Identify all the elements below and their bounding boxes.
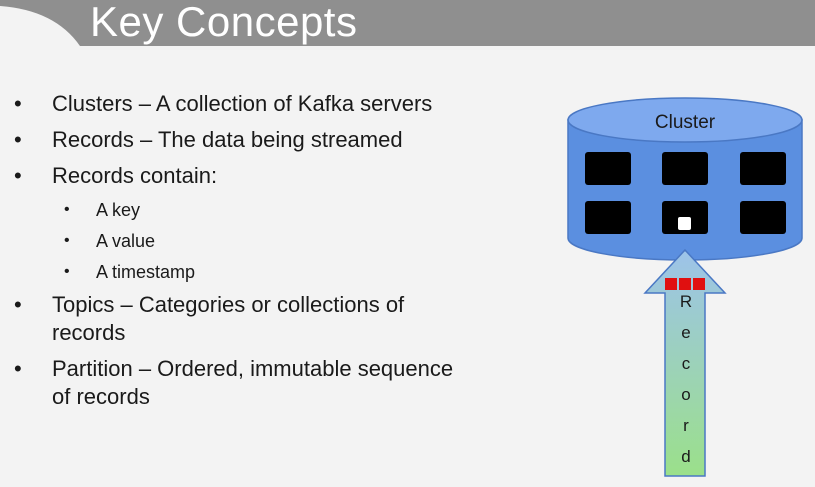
arrow-letter: d [681, 447, 690, 466]
server-box [585, 201, 631, 234]
server-box [740, 201, 786, 234]
bullet-text: A timestamp [96, 262, 196, 282]
record-square [679, 278, 691, 290]
server-box [662, 152, 708, 185]
bullet-text: Clusters – A collection of Kafka servers [52, 91, 433, 116]
arrow-letter: e [681, 323, 690, 342]
sub-bullet-item: • A key [0, 198, 470, 222]
bullet-dot-icon: • [64, 201, 70, 218]
sub-bullet-item: • A value [0, 229, 470, 253]
bullet-text: Records contain: [52, 163, 218, 188]
arrow-letter: o [681, 385, 690, 404]
bullet-dot-icon: • [14, 292, 22, 317]
sub-bullet-item: • A timestamp [0, 260, 470, 284]
bullet-item: • Records – The data being streamed [0, 126, 470, 154]
arrow-letter: c [682, 354, 691, 373]
bullet-dot-icon: • [14, 163, 22, 188]
record-arrow [643, 248, 727, 477]
title-bar: Key Concepts [0, 0, 815, 46]
bullet-item: • Topics – Categories or collections of r… [0, 291, 470, 347]
arrow-letter: r [683, 416, 689, 435]
cluster-diagram: Cluster R e c o r d [560, 90, 810, 480]
bullet-item: • Partition – Ordered, immutable sequence… [0, 355, 470, 411]
record-square [665, 278, 677, 290]
bullet-dot-icon: • [14, 127, 22, 152]
slide-title: Key Concepts [90, 0, 358, 45]
record-square [693, 278, 705, 290]
bullet-list: • Clusters – A collection of Kafka server… [0, 90, 470, 419]
bullet-text: Topics – Categories or collections of re… [52, 292, 405, 345]
bullet-item: • Clusters – A collection of Kafka server… [0, 90, 470, 118]
cylinder-top [567, 97, 803, 143]
cluster-label: Cluster [655, 112, 716, 133]
bullet-dot-icon: • [64, 232, 70, 249]
cluster-diagram-svg: Cluster R e c o r d [567, 97, 803, 477]
bullet-text: Partition – Ordered, immutable sequence … [52, 356, 454, 409]
stored-record-square [678, 217, 691, 230]
bullet-text: A value [96, 231, 156, 251]
server-box [585, 152, 631, 185]
bullet-dot-icon: • [64, 263, 70, 280]
bullet-text: Records – The data being streamed [52, 127, 403, 152]
arrow-letter: R [680, 292, 692, 311]
title-tab-shape [0, 0, 815, 46]
bullet-dot-icon: • [14, 91, 22, 116]
server-box [740, 152, 786, 185]
bullet-dot-icon: • [14, 356, 22, 381]
bullet-item: • Records contain: [0, 162, 470, 190]
bullet-text: A key [96, 200, 141, 220]
